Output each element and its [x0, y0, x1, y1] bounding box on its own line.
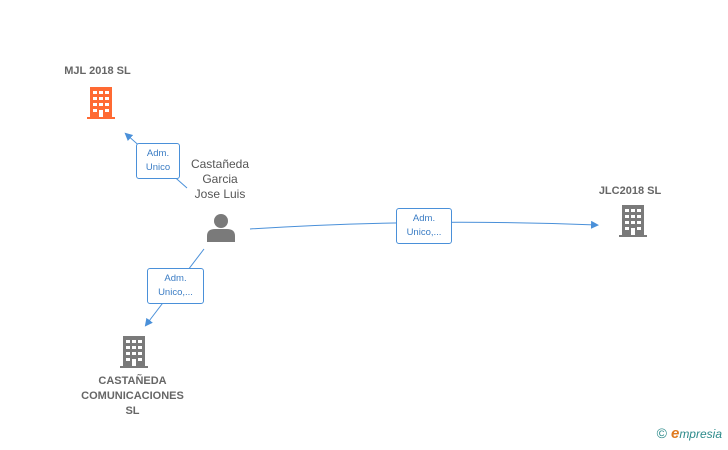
edge-label-to-mjl[interactable]: Adm. Unico	[136, 143, 180, 179]
empresia-logo: ©empresia	[657, 425, 722, 442]
edge-label-line2: Unico,...	[406, 227, 442, 238]
edge-label-line1: Adm.	[412, 213, 436, 224]
brand-initial: e	[670, 425, 680, 442]
company-label-castaneda-line1: CASTAÑEDA	[98, 375, 167, 387]
building-icon[interactable]	[617, 204, 649, 238]
edge-label-line2: Unico,...	[158, 287, 193, 298]
person-name-line2: Garcia	[202, 172, 238, 186]
person-name-line3: Jose Luis	[194, 187, 246, 201]
person-name[interactable]: Castañeda Garcia Jose Luis	[178, 157, 262, 202]
building-icon[interactable]	[118, 335, 150, 369]
edge-label-to-castaneda[interactable]: Adm. Unico,...	[147, 268, 204, 304]
company-label-castaneda-line2: COMUNICACIONES	[81, 390, 184, 402]
building-icon[interactable]	[85, 86, 117, 120]
company-label-castaneda-line3: SL	[125, 405, 140, 417]
company-label-mjl[interactable]: MJL 2018 SL	[64, 65, 131, 77]
person-icon[interactable]	[206, 212, 236, 242]
copyright-symbol: ©	[656, 425, 667, 441]
company-label-jlc[interactable]: JLC2018 SL	[598, 185, 662, 197]
edge-label-line2: Unico	[145, 162, 171, 173]
edge-label-to-jlc[interactable]: Adm. Unico,...	[396, 208, 452, 244]
person-name-line1: Castañeda	[190, 157, 250, 171]
edge-label-line1: Adm.	[164, 273, 187, 284]
company-label-castaneda[interactable]: CASTAÑEDA COMUNICACIONES SL	[70, 374, 195, 419]
brand-name: mpresia	[679, 427, 722, 441]
edge-label-line1: Adm.	[146, 148, 170, 159]
